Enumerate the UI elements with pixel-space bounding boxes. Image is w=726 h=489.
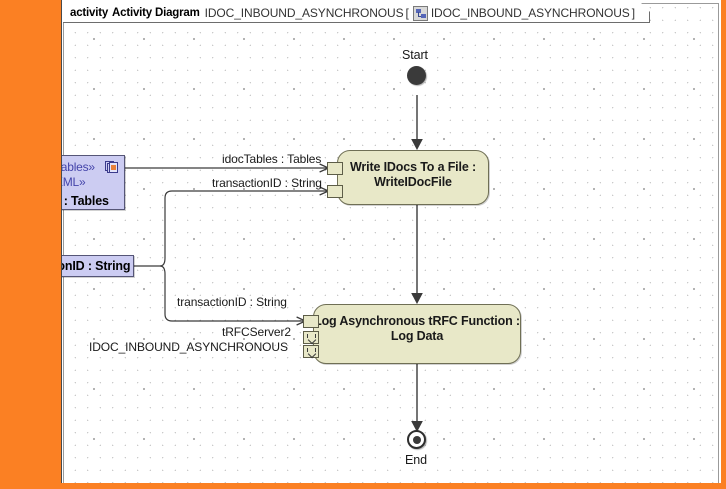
edge-label-trfcserver2: tRFCServer2 (222, 325, 291, 339)
activity-parameter-icon (413, 6, 428, 21)
frame-parameter: IDOC_INBOUND_ASYNCHRONOUS (430, 6, 630, 20)
frame-bracket-open: [ (405, 6, 409, 20)
selection-band-right (721, 0, 726, 489)
frame-name: IDOC_INBOUND_ASYNCHRONOUS (204, 6, 404, 20)
start-label: Start (402, 48, 428, 62)
frame-kind: Activity Diagram (112, 7, 200, 19)
edge-label-transactionid-write: transactionID : String (212, 176, 322, 190)
activity-write-idocs-label: Write IDocs To a File : WriteIDocFile (350, 160, 476, 189)
edge-label-idoc-inbound-async: IDOC_INBOUND_ASYNCHRONOUS (89, 340, 288, 354)
pin-log-trfcserver2[interactable] (303, 331, 319, 344)
frame-keyword: activity (70, 7, 109, 19)
final-node-end[interactable] (407, 430, 426, 449)
selection-band-left (0, 0, 62, 489)
edge-label-idoctables: idocTables : Tables (222, 152, 322, 166)
diagram-frame (63, 3, 719, 484)
activity-log-trfc[interactable]: Log Asynchronous tRFC Function : Log Dat… (313, 304, 521, 364)
pin-write-idocs-idoctables[interactable] (327, 162, 343, 175)
pin-log-transactionid[interactable] (303, 315, 319, 328)
stacked-documents-icon (105, 161, 119, 174)
end-label: End (405, 453, 427, 467)
pin-log-idoc-inbound[interactable] (303, 345, 319, 358)
diagram-frame-title: activity Activity Diagram IDOC_INBOUND_A… (63, 3, 650, 23)
pin-write-idocs-transactionid[interactable] (327, 185, 343, 198)
initial-node-start[interactable] (407, 66, 426, 85)
frame-bracket-close: ] (631, 6, 636, 20)
activity-log-trfc-label: Log Asynchronous tRFC Function : Log Dat… (314, 314, 520, 343)
selection-band-bottom (0, 483, 726, 489)
edge-label-transactionid-log: transactionID : String (177, 295, 287, 309)
activity-write-idocs[interactable]: Write IDocs To a File : WriteIDocFile (337, 150, 489, 205)
